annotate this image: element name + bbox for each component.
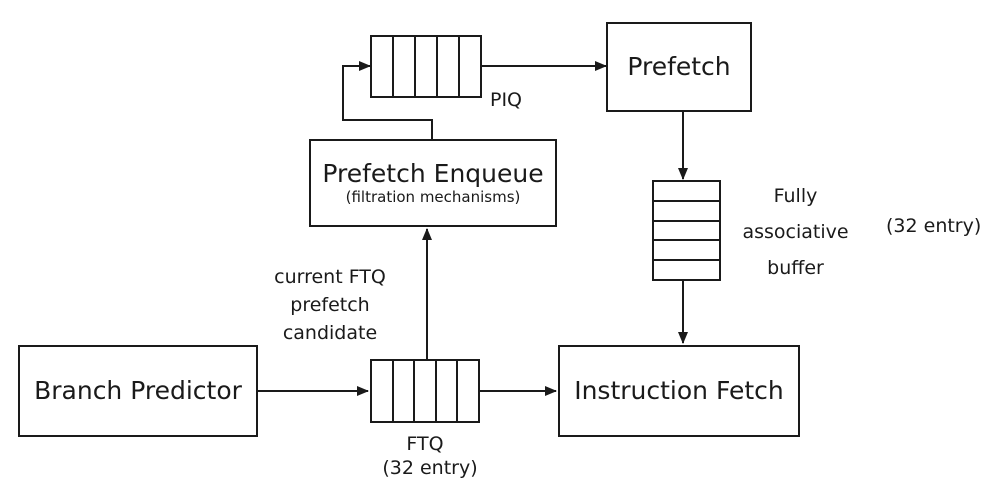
instruction-fetch-box: Instruction Fetch bbox=[558, 345, 800, 437]
piq-label: PIQ bbox=[490, 89, 523, 111]
piq-slot bbox=[372, 37, 392, 96]
prefetch-enqueue-box: Prefetch Enqueue (filtration mechanisms) bbox=[309, 139, 557, 227]
prefetch-box: Prefetch bbox=[606, 22, 752, 112]
arrow-prefetch-enqueue-to-piq bbox=[342, 61, 433, 139]
buffer-size-label: (32 entry) bbox=[886, 215, 982, 237]
buffer-label-line: buffer bbox=[767, 257, 824, 279]
associative-buffer-label: Fully associative buffer bbox=[728, 178, 863, 286]
prefetch-enqueue-box-title: Prefetch Enqueue bbox=[322, 158, 544, 188]
ftq-queue bbox=[370, 359, 480, 423]
buffer-slot bbox=[654, 219, 719, 240]
ftq-slot bbox=[456, 361, 478, 421]
branch-predictor-box: Branch Predictor bbox=[18, 345, 258, 437]
ftq-candidate-annotation: current FTQ prefetch candidate bbox=[255, 263, 405, 347]
annotation-line: prefetch bbox=[290, 294, 370, 316]
piq-queue bbox=[370, 35, 482, 98]
buffer-label-line: Fully bbox=[773, 185, 818, 207]
piq-slot bbox=[392, 37, 414, 96]
buffer-slot bbox=[654, 182, 719, 200]
associative-buffer-queue bbox=[652, 180, 721, 281]
ftq-slot bbox=[391, 361, 414, 421]
annotation-line: current FTQ bbox=[274, 266, 386, 288]
buffer-slot bbox=[654, 199, 719, 220]
ftq-slot bbox=[372, 361, 392, 421]
annotation-line: candidate bbox=[282, 322, 378, 344]
piq-slot bbox=[458, 37, 480, 96]
piq-slot bbox=[414, 37, 436, 96]
branch-predictor-box-title: Branch Predictor bbox=[34, 375, 242, 405]
ftq-label: FTQ bbox=[406, 433, 444, 455]
ftq-slot bbox=[413, 361, 435, 421]
prefetch-enqueue-box-subtitle: (filtration mechanisms) bbox=[345, 188, 521, 207]
buffer-slot bbox=[654, 239, 719, 259]
ftq-size-label: (32 entry) bbox=[382, 457, 478, 479]
ftq-slot bbox=[434, 361, 457, 421]
buffer-label-line: associative bbox=[742, 221, 849, 243]
prefetch-box-title: Prefetch bbox=[627, 51, 731, 81]
buffer-slot bbox=[654, 259, 719, 279]
piq-slot bbox=[436, 37, 458, 96]
instruction-fetch-box-title: Instruction Fetch bbox=[574, 375, 784, 405]
